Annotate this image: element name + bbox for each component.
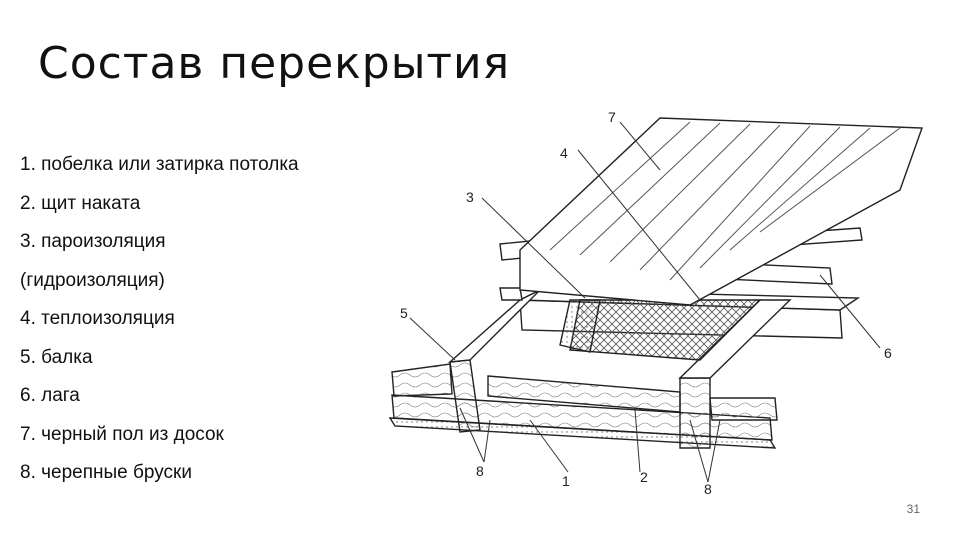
callout-3: 3 <box>466 189 474 205</box>
floor-structure-diagram: 7 4 3 5 6 8 1 2 8 <box>388 109 923 497</box>
callout-8-right: 8 <box>704 481 712 497</box>
legend-item-8: 8. черепные бруски <box>20 462 192 483</box>
callout-2: 2 <box>640 469 648 485</box>
legend-item-3: 3. пароизоляция <box>20 231 166 252</box>
callout-1: 1 <box>562 473 570 489</box>
callout-4: 4 <box>560 145 568 161</box>
rough-floor-boards <box>519 117 923 306</box>
callout-6: 6 <box>884 345 892 361</box>
legend-item-2: 2. щит наката <box>20 192 141 214</box>
ceiling-board-layer <box>391 394 773 441</box>
legend-item-1: 1. побелка или затирка потолка <box>20 154 299 175</box>
front-lag-left <box>391 363 453 397</box>
front-lag <box>487 375 681 413</box>
vapour-barrier <box>559 299 601 353</box>
callout-7: 7 <box>608 109 616 125</box>
page-number: 31 <box>906 502 920 516</box>
slide-title: Состав перекрытия <box>38 38 511 89</box>
legend-item-3-cont: (гидроизоляция) <box>20 269 165 291</box>
legend-list: 1. побелка или затирка потолка 2. щит на… <box>20 146 390 493</box>
callout-5: 5 <box>400 305 408 321</box>
legend-item-4: 4. теплоизоляция <box>20 308 175 329</box>
callout-8-left: 8 <box>476 463 484 479</box>
lag-left-lower <box>499 287 523 301</box>
legend-item-7: 7. черный пол из досок <box>20 423 224 445</box>
legend-item-6: 6. лага <box>20 385 80 406</box>
legend-item-5: 5. балка <box>20 346 93 368</box>
front-lag-right <box>709 397 778 421</box>
